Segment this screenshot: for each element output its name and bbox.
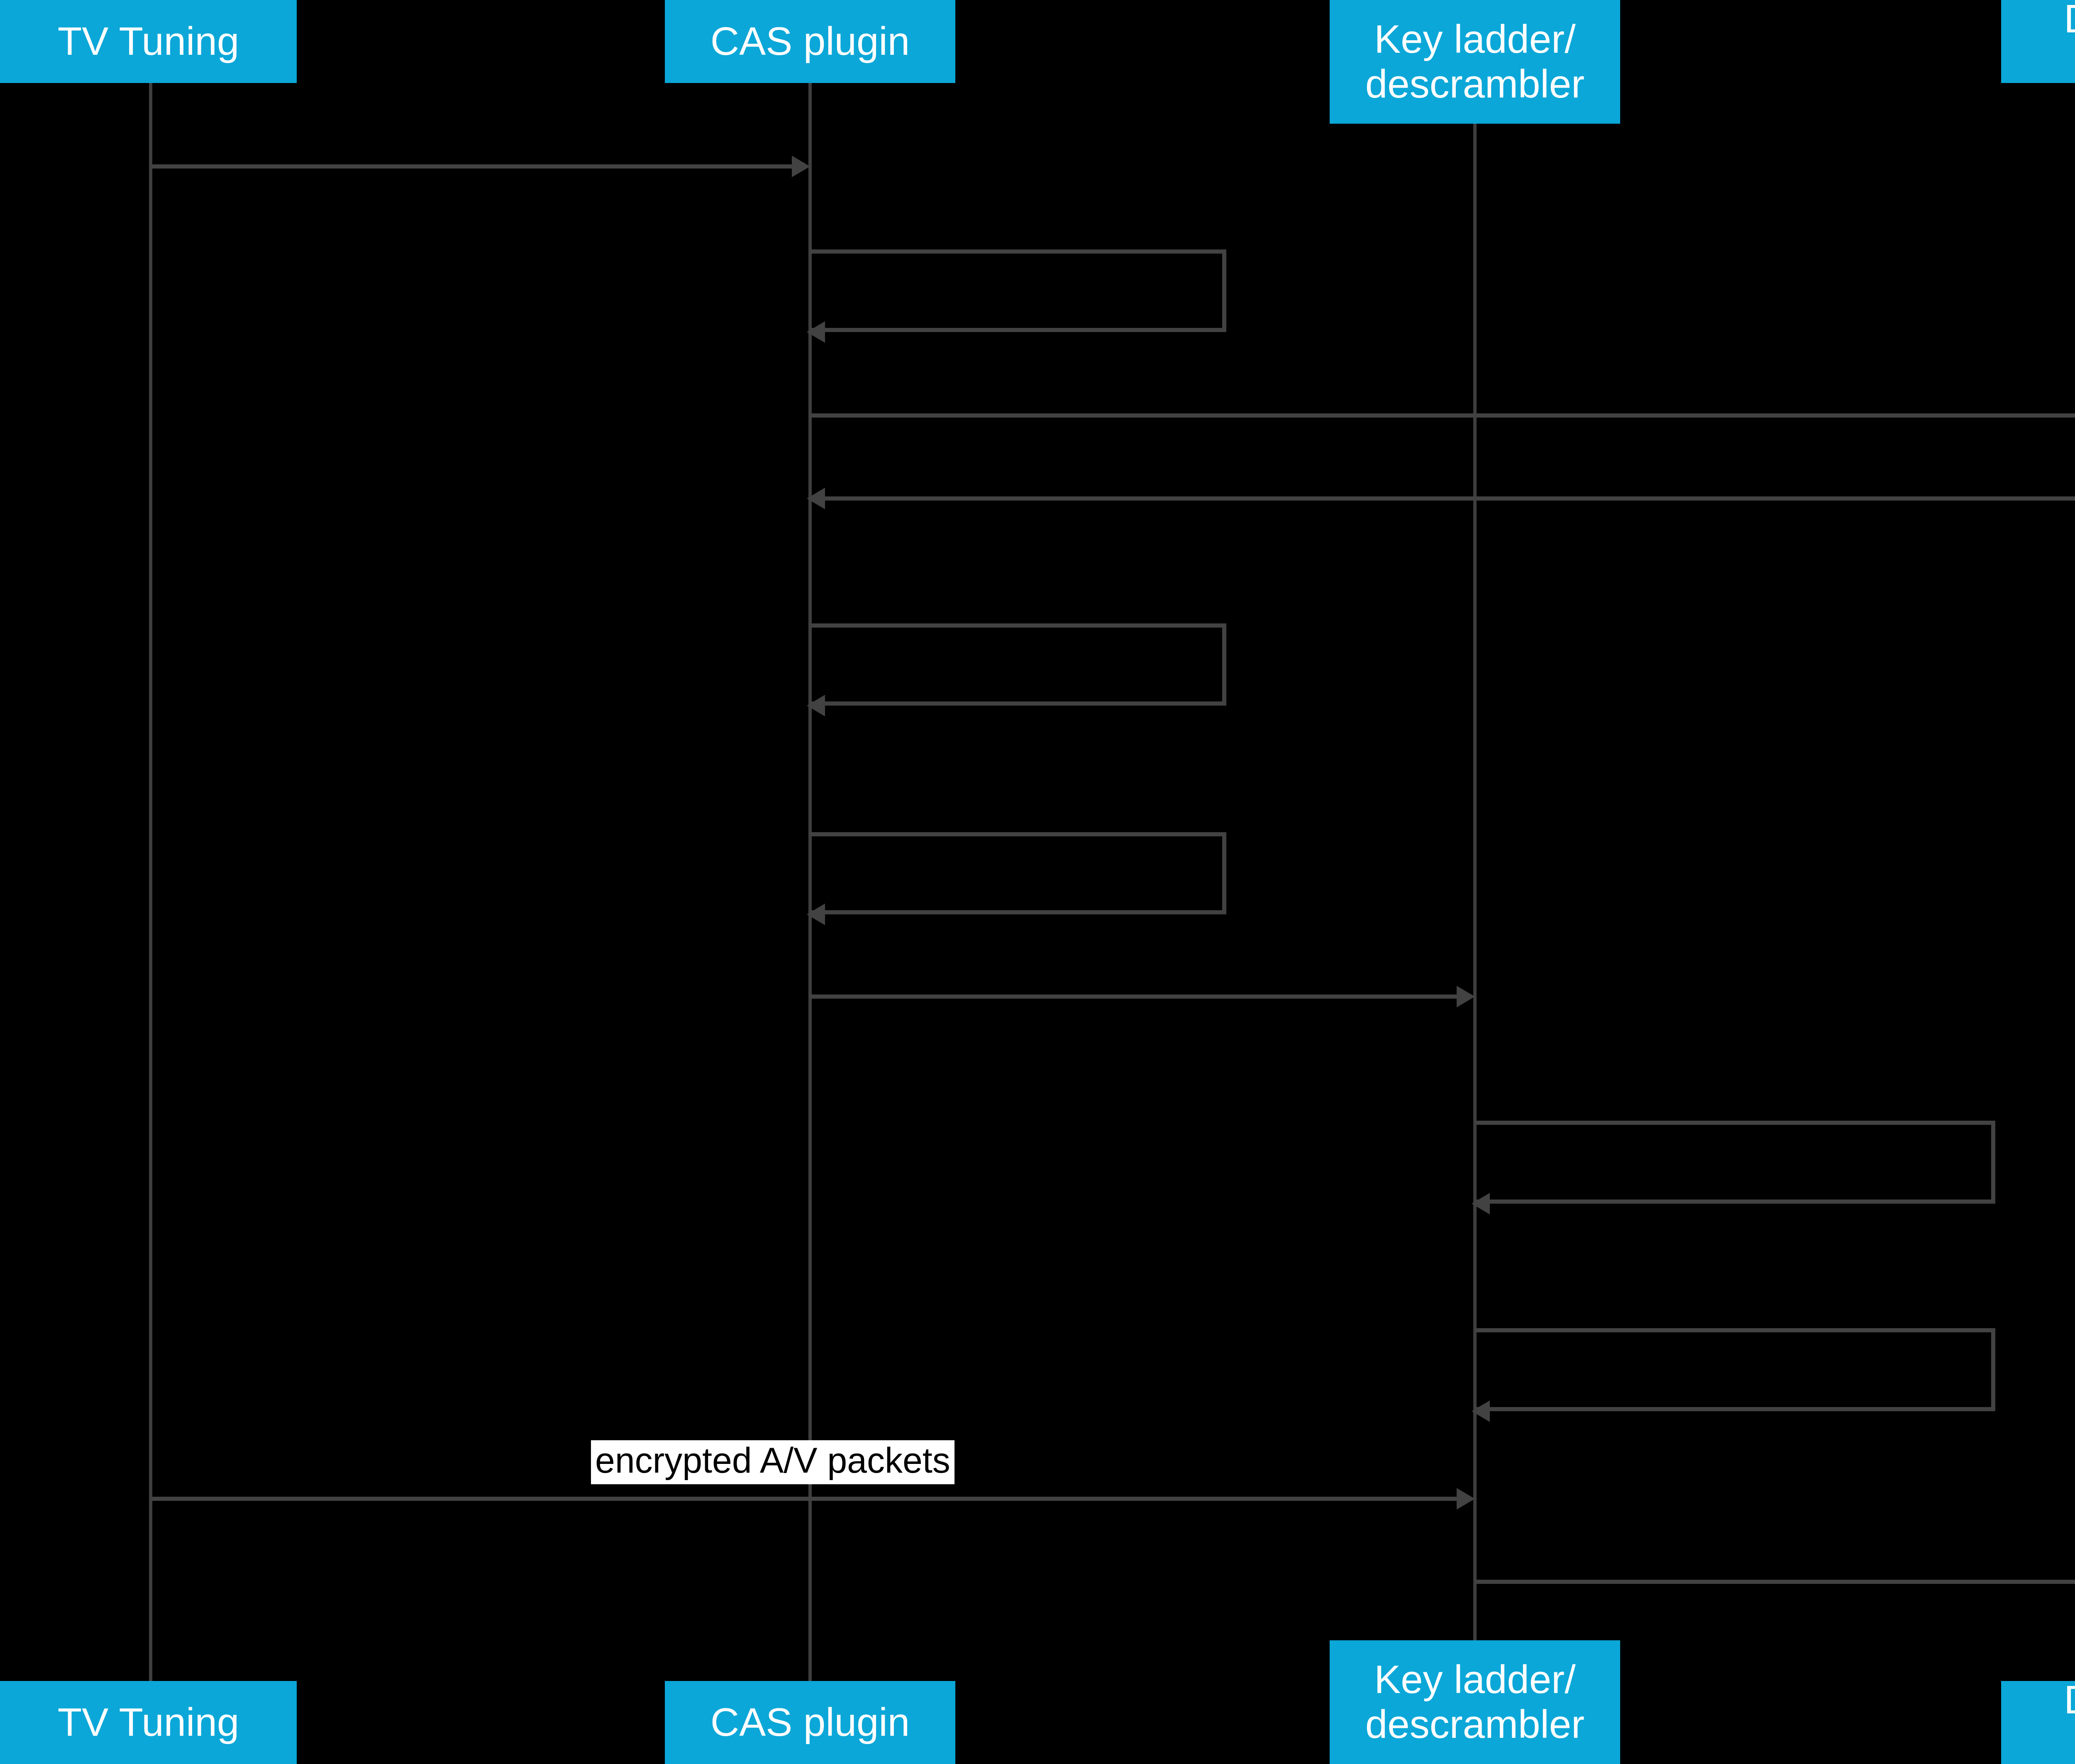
participant-footer-decode[interactable]: Decode, display: [2001, 1678, 2075, 1764]
message-arrow-11: [1475, 1580, 2075, 1584]
message-label-10: encrypted A/V packets: [591, 1440, 954, 1484]
message-arrow-4: [813, 496, 2075, 501]
participant-header-decode[interactable]: Decode, display: [2001, 0, 2075, 83]
message-label-5: receive ECM: [838, 580, 1043, 620]
message-arrowhead-5: [807, 695, 825, 716]
message-label-1: tune to channel: [178, 122, 423, 161]
message-label-8: derive keys: [1503, 1077, 1684, 1117]
message-label-11: descrambled A/V: [1503, 1537, 1773, 1577]
message-label-6: decrypt ECM: [838, 789, 1045, 828]
message-label-2: parse CA descriptors: [838, 206, 1170, 246]
message-label-3: request entitlement: [838, 371, 1142, 410]
message-arrowhead-4: [807, 488, 825, 509]
message-arrowhead-1: [792, 156, 810, 177]
message-arrow-10: [151, 1497, 1470, 1501]
message-arrow-1: [151, 164, 805, 169]
message-selfloop-5: [810, 623, 1226, 706]
message-selfloop-8: [1475, 1121, 1995, 1204]
message-label-7: load control word: [838, 952, 1110, 992]
message-selfloop-6: [810, 832, 1226, 914]
message-arrowhead-2: [807, 321, 825, 343]
message-arrowhead-10: [1457, 1488, 1475, 1510]
message-arrowhead-6: [807, 904, 825, 925]
participant-header-key-ladder[interactable]: Key ladder/ descrambler: [1330, 0, 1620, 124]
message-arrowhead-9: [1472, 1400, 1490, 1422]
lifeline-key-ladder: [1473, 124, 1477, 1640]
message-label-4: EMM / entitlement: [838, 454, 1126, 494]
message-arrow-7: [810, 994, 1470, 999]
message-selfloop-9: [1475, 1328, 1995, 1411]
message-arrowhead-7: [1457, 986, 1475, 1007]
message-selfloop-2: [810, 249, 1226, 332]
message-arrow-3: [810, 413, 2075, 418]
participant-footer-cas-plugin[interactable]: CAS plugin: [665, 1681, 955, 1764]
participant-footer-key-ladder[interactable]: Key ladder/ descrambler: [1330, 1640, 1620, 1764]
participant-footer-tv-tuning[interactable]: TV Tuning: [0, 1681, 297, 1764]
participant-header-tv-tuning[interactable]: TV Tuning: [0, 0, 297, 83]
participant-header-cas-plugin[interactable]: CAS plugin: [665, 0, 955, 83]
lifeline-cas-plugin: [808, 83, 812, 1681]
lifeline-tv-tuning: [149, 83, 152, 1681]
message-label-9: set descrambler key: [1503, 1285, 1823, 1324]
message-arrowhead-8: [1472, 1193, 1490, 1214]
